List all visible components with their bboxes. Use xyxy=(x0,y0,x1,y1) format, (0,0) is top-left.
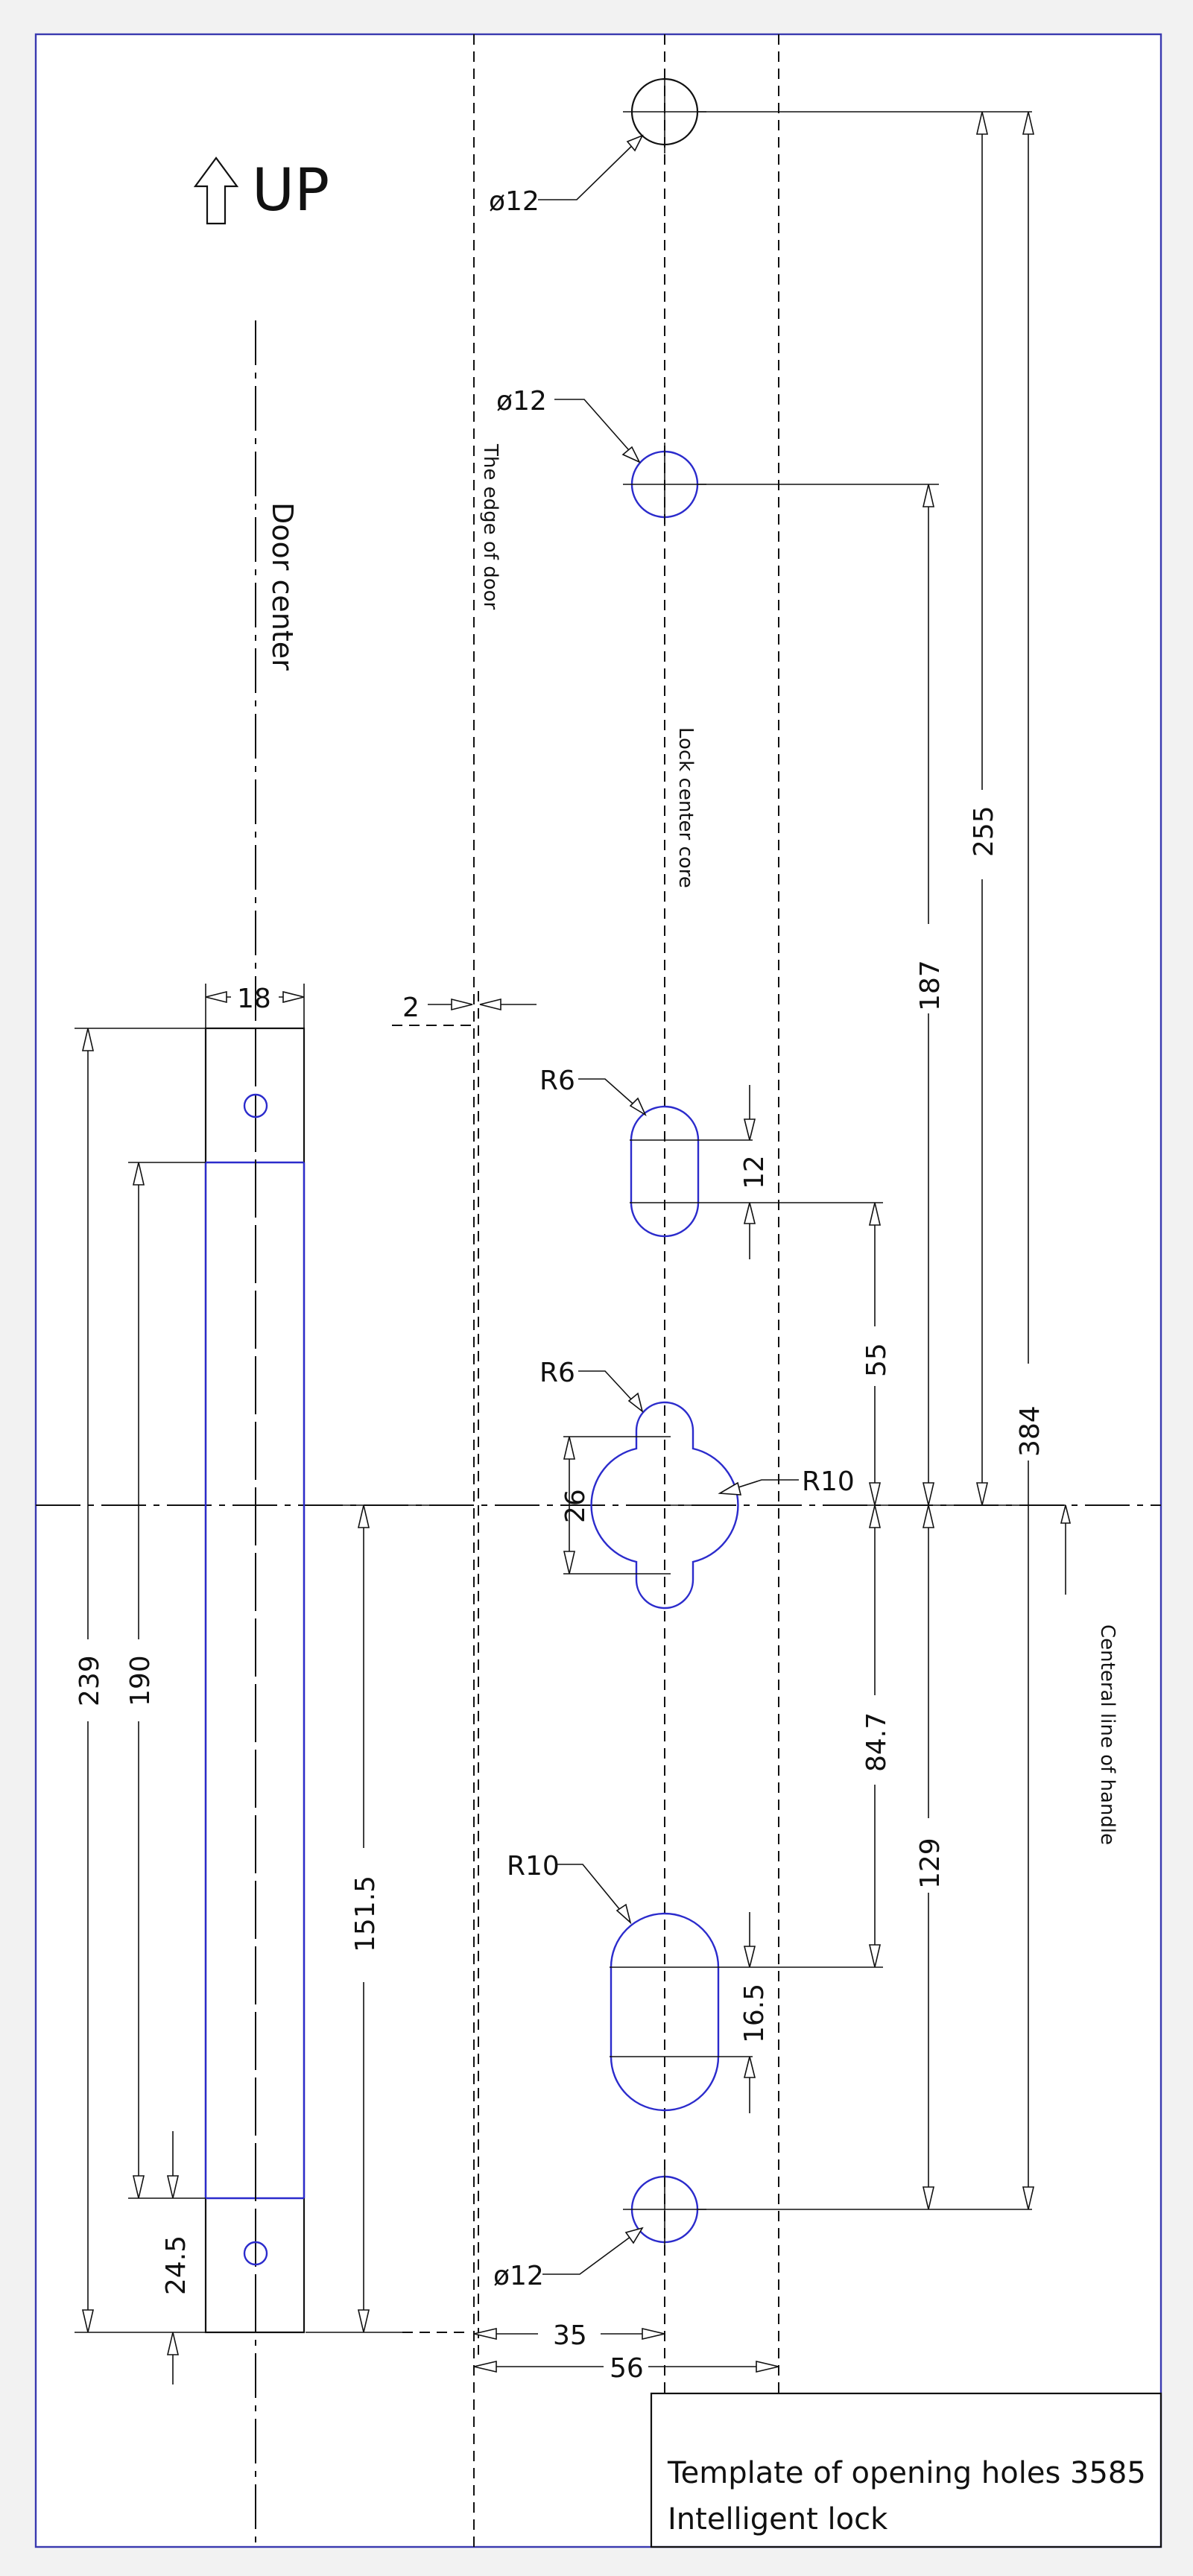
callout-keyhole-large xyxy=(718,1479,799,1496)
dim-35 xyxy=(473,2327,665,2341)
handle-screw-top xyxy=(243,1093,268,1118)
up-label: UP xyxy=(252,157,329,224)
dim-56-label: 56 xyxy=(610,2353,644,2384)
dim-84-7-label: 84.7 xyxy=(861,1712,892,1772)
callout-hole-top-label: ø12 xyxy=(489,186,539,217)
dim-239-label: 239 xyxy=(75,1655,105,1706)
title-line-1: Template of opening holes 3585 xyxy=(667,2456,1146,2490)
dim-190 xyxy=(128,1162,206,2199)
dim-55-label: 55 xyxy=(861,1343,892,1377)
keyhole xyxy=(563,1401,739,1610)
handle-screw-bottom xyxy=(243,2241,268,2266)
callout-slot-lower xyxy=(557,1864,632,1925)
dim-26-label: 26 xyxy=(560,1489,591,1523)
dim-255-label: 255 xyxy=(969,806,999,857)
dim-16-5 xyxy=(743,1912,756,2113)
dim-384 xyxy=(1022,111,1035,2210)
callout-hole-second-label: ø12 xyxy=(496,386,547,417)
dim-26 xyxy=(563,1436,576,1575)
title-line-2: Intelligent lock xyxy=(668,2502,888,2537)
callout-hole-second xyxy=(554,399,641,463)
callout-keyhole-large-label: R10 xyxy=(802,1466,855,1497)
title-block: Template of opening holes 3585 Intellige… xyxy=(650,2392,1162,2548)
dim-187-label: 187 xyxy=(915,960,946,1011)
dim-18 xyxy=(205,984,305,1028)
callout-hole-bottom-label: ø12 xyxy=(493,2261,544,2291)
lock-center-label: Lock center core xyxy=(674,727,697,888)
dim-187 xyxy=(922,484,935,1506)
slot-upper xyxy=(630,1105,883,1238)
dim-18-label: 18 xyxy=(237,984,271,1014)
dim-24-5-label: 24.5 xyxy=(161,2235,192,2295)
dim-151-5-label: 151.5 xyxy=(350,1876,381,1952)
drawing-frame xyxy=(34,33,1162,2548)
dim-35-label: 35 xyxy=(553,2320,587,2351)
dim-2-label: 2 xyxy=(402,993,420,1023)
callout-keyhole-small xyxy=(578,1370,644,1414)
dim-12-label: 12 xyxy=(739,1155,770,1189)
dim-84-7 xyxy=(868,1504,882,1968)
callout-slot-upper xyxy=(578,1078,647,1117)
callout-keyhole-small-label: R6 xyxy=(539,1358,575,1388)
dim-16-5-label: 16.5 xyxy=(739,1984,770,2043)
dim-384-label: 384 xyxy=(1015,1405,1045,1457)
door-edge-label: The edge of door xyxy=(479,443,501,610)
callout-hole-bottom xyxy=(542,2227,644,2275)
up-arrow-icon xyxy=(193,156,239,225)
dim-190-label: 190 xyxy=(125,1655,156,1706)
dim-129 xyxy=(922,1504,935,2210)
callout-slot-lower-label: R10 xyxy=(507,1851,560,1882)
handle-plate xyxy=(204,1027,306,2334)
callout-slot-upper-label: R6 xyxy=(539,1066,575,1096)
dim-129-label: 129 xyxy=(915,1838,946,1889)
callout-hole-top xyxy=(538,134,644,200)
dim-239 xyxy=(75,1028,206,2333)
handle-line-label: Centeral line of handle xyxy=(1096,1624,1118,1845)
slot-lower xyxy=(610,1912,883,2112)
dim-55 xyxy=(868,1202,882,1506)
dim-255 xyxy=(975,111,989,1506)
dim-56 xyxy=(473,2360,779,2373)
dim-12 xyxy=(743,1085,756,1259)
door-center-label: Door center xyxy=(266,502,299,671)
dim-151-5 xyxy=(306,1504,469,2333)
dim-24-5 xyxy=(166,2131,180,2384)
dim-2 xyxy=(392,998,537,1026)
